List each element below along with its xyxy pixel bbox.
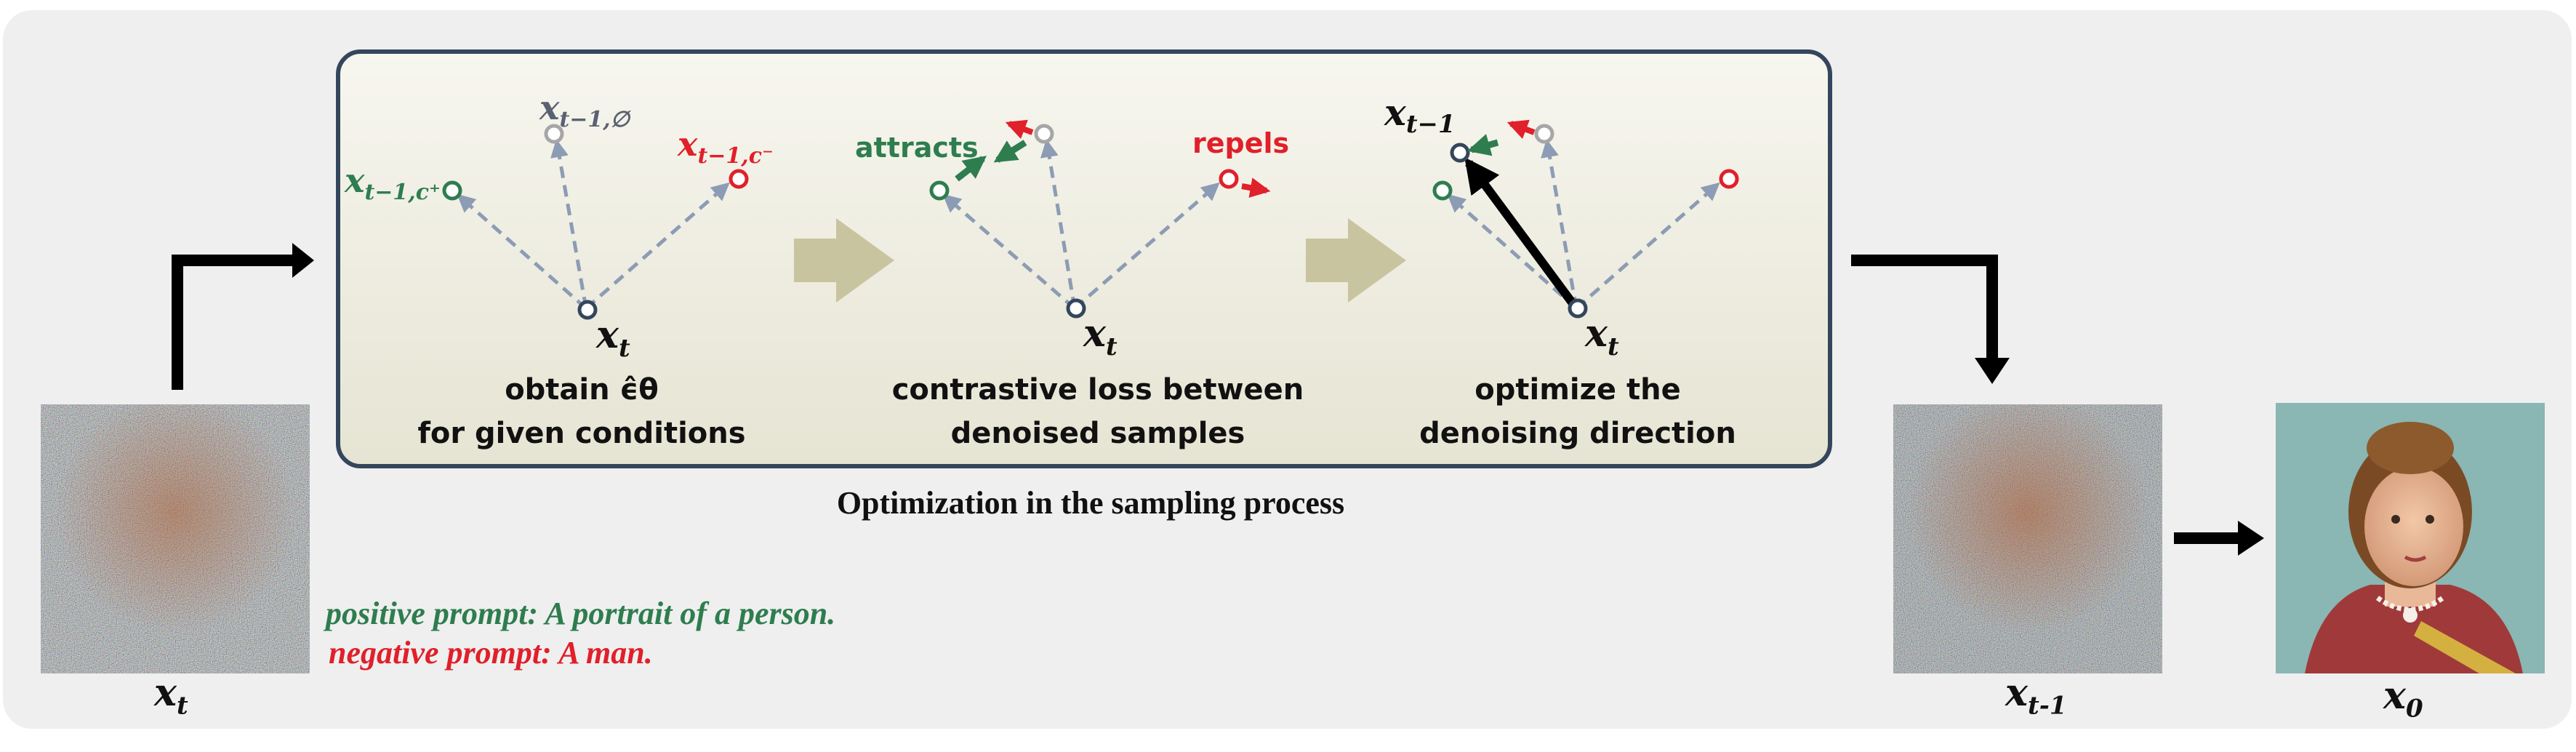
input-noisy-image [41,404,310,673]
attract-arrow-null [993,140,1027,163]
repel-arrow-neg [1241,177,1271,198]
step1-caption-line2: for given conditions [417,417,746,450]
flow-arrow-in [172,243,314,390]
step1-neg-label: xt−1,c⁻ [677,124,774,169]
negative-prompt: negative prompt: A man. [329,635,653,671]
step1-diagram: xt xt−1,c⁺ xt−1,∅ xt−1,c⁻ [344,88,774,363]
attracts-label: attracts [855,132,979,164]
output-noisy-image [1893,404,2162,673]
positive-prompt: positive prompt: A portrait of a person. [326,596,836,631]
repel-arrow-null [1005,119,1034,139]
step3-xt1-point [1450,143,1470,163]
step3-xt1-label: xt−1 [1384,91,1456,139]
step2-caption: contrastive loss between denoised sample… [872,368,1323,455]
input-image-label: xt [154,671,188,721]
optimization-panel [336,49,1832,468]
attract-arrow-pos [955,156,987,182]
step1-neg-point [729,169,749,189]
output-clean-label: x0 [2383,673,2423,724]
step1-xt-point [577,300,598,320]
output-noisy-label: xt-1 [2005,671,2067,721]
step3-caption: optimize the denoising direction [1381,368,1774,455]
flow-arrow-out [1851,255,2010,384]
step1-pos-point [442,180,462,201]
step3-xt-label: xt [1584,311,1619,361]
step1-pos-label: xt−1,c⁺ [344,161,441,205]
step1-caption: obtain ϵ̂θ for given conditions [393,368,771,455]
step3-diagram: xt−1 xt [1384,91,1739,361]
optimized-direction-arrow [1464,157,1580,311]
step1-xt-label: xt [595,313,630,363]
output-clean-portrait [2276,403,2545,673]
flow-arrow-final [2174,521,2264,556]
block-arrow-2 [1306,218,1406,303]
step1-null-label: xt−1,∅ [539,88,632,132]
step2-caption-line2: denoised samples [950,417,1245,450]
step2-xt-label: xt [1083,311,1118,361]
step3-caption-line1: optimize the [1474,373,1681,407]
step3-caption-line2: denoising direction [1419,417,1736,450]
block-arrow-1 [794,218,894,303]
step1-null-point [544,124,564,144]
step1-caption-line1: obtain ϵ̂θ [505,373,659,407]
panel-title: Optimization in the sampling process [836,485,1345,521]
repels-label: repels [1192,127,1289,159]
step2-diagram: attracts repels xt [855,119,1289,361]
step2-caption-line1: contrastive loss between [891,373,1304,407]
